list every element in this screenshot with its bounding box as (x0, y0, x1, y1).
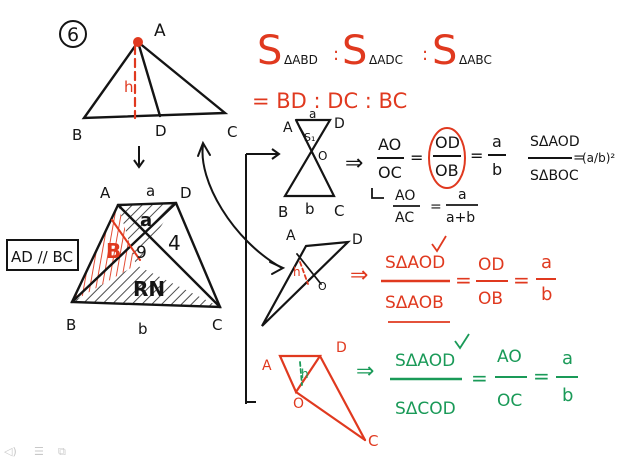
problem-number-badge: 6 (59, 20, 87, 48)
f1-implies: ⇒ (345, 151, 363, 176)
area-ratio-line: S ΔABD : S ΔADC : S ΔABC = BD : DC : BC (252, 28, 492, 113)
bot-label-a: A (262, 358, 272, 374)
trap-region-mid: 9 (136, 243, 147, 263)
f3-eq1: = (471, 366, 488, 390)
ratio-s2: S (342, 28, 367, 74)
f1-sub-den: AC (395, 210, 414, 226)
hourglass-figure (283, 118, 336, 198)
f3-f3-den: b (562, 385, 573, 406)
trap-region-bottom: RN (133, 277, 165, 301)
hg-label-c: C (334, 202, 344, 220)
f1-area-rhs: (a/b)² (582, 151, 615, 165)
ratio-s1: S (257, 28, 282, 74)
ratio-sep2: : (422, 44, 428, 65)
volume-icon[interactable]: ◁) (4, 445, 17, 458)
hg-label-a: A (283, 120, 293, 136)
top-label-a: A (154, 21, 166, 41)
curved-arrow (197, 140, 286, 275)
mid-label-a: A (286, 228, 296, 244)
f1-num: AO (378, 135, 401, 154)
ratio-eq: = BD : DC : BC (252, 89, 407, 113)
f1-sub-rhs-num: a (458, 187, 467, 203)
f1-area-eq: = (573, 150, 585, 166)
f1-eq1: = (410, 148, 423, 167)
f2-f2-num: OD (478, 255, 504, 275)
bot-label-o: O (293, 396, 304, 412)
parallel-condition: AD // BC (11, 248, 73, 266)
f3-eq2: = (533, 364, 550, 388)
hg-s1: S₁ (304, 131, 315, 144)
hg-label-o: O (318, 149, 327, 163)
bot-height: h (301, 367, 309, 381)
ratio-sep1: : (333, 44, 339, 65)
trap-label-b: B (66, 316, 76, 334)
bot-label-c: C (368, 432, 378, 450)
mid-height: h (293, 265, 301, 279)
trap-label-a: A (100, 184, 111, 202)
hg-bottom-side: b (305, 200, 315, 218)
trap-bottom-side: b (138, 320, 148, 338)
ratio-s1-sub: ΔABD (284, 53, 318, 67)
f1-sub-num: AO (395, 188, 415, 204)
mid-label-d: D (352, 232, 363, 248)
f2-eq1: = (455, 268, 472, 292)
top-height-label: h (124, 78, 134, 96)
trapezoid (70, 201, 222, 309)
top-label-c: C (227, 123, 237, 141)
hg-label-b: B (278, 203, 288, 221)
f1-f3-den: b (492, 160, 502, 179)
bot-label-d: D (336, 340, 347, 356)
trap-region-top: a (140, 210, 152, 231)
menu-icon[interactable]: ☰ (34, 445, 44, 458)
f2-num: SΔAOD (385, 253, 445, 273)
formula-2: ⇒ SΔAOD SΔAOB = OD OB = a b (350, 235, 556, 323)
f3-num: SΔAOD (395, 351, 455, 371)
hg-label-d: D (334, 116, 345, 132)
f1-sub-rhs-den: a+b (446, 210, 475, 226)
down-arrow (133, 146, 145, 169)
f1-f2-num: OD (435, 133, 460, 152)
f1-area-den: SΔBOC (530, 168, 579, 184)
mid-label-o: O (318, 280, 327, 293)
f2-implies: ⇒ (350, 263, 368, 288)
f1-area-num: SΔAOD (530, 134, 580, 150)
hg-top-side: a (309, 107, 316, 121)
top-label-b: B (72, 126, 82, 144)
case-bracket (245, 148, 281, 404)
f2-f3-num: a (541, 252, 552, 273)
bottom-triangle (278, 354, 367, 442)
f3-f3-num: a (562, 348, 573, 369)
f1-f2-den: OB (435, 161, 459, 180)
trap-region-right: 4 (168, 231, 181, 255)
ratio-s2-sub: ΔADC (369, 53, 403, 67)
top-label-d: D (155, 122, 167, 140)
parallel-note: AD // BC (6, 239, 79, 271)
f2-f3-den: b (541, 284, 552, 305)
trap-label-c: C (212, 316, 222, 334)
ratio-s3-sub: ΔABC (459, 53, 492, 67)
f2-den: SΔAOB (385, 293, 444, 313)
trap-top-side: a (146, 182, 155, 200)
formula-3: ⇒ SΔAOD SΔCOD = AO OC = a b (356, 333, 578, 419)
f3-den: SΔCOD (395, 399, 456, 419)
top-triangle (81, 37, 229, 120)
f2-eq2: = (513, 268, 530, 292)
f2-f2-den: OB (478, 289, 503, 309)
formula-1: ⇒ AO OC = OD OB = a b SΔAOD SΔBOC = (a/b… (345, 127, 615, 226)
f3-implies: ⇒ (356, 359, 374, 384)
f1-eq2: = (470, 146, 483, 165)
f1-f3-num: a (492, 132, 502, 151)
trap-region-left: B (106, 239, 121, 263)
ratio-s3: S (432, 28, 457, 74)
f3-f2-den: OC (497, 391, 522, 411)
f1-den: OC (378, 163, 402, 182)
f3-f2-num: AO (497, 347, 522, 367)
trap-label-d: D (180, 184, 192, 202)
problem-number: 6 (67, 24, 79, 46)
pip-icon[interactable]: ⧉ (58, 445, 66, 458)
mid-triangle (261, 240, 351, 327)
f1-sub-eq: = (430, 199, 442, 215)
